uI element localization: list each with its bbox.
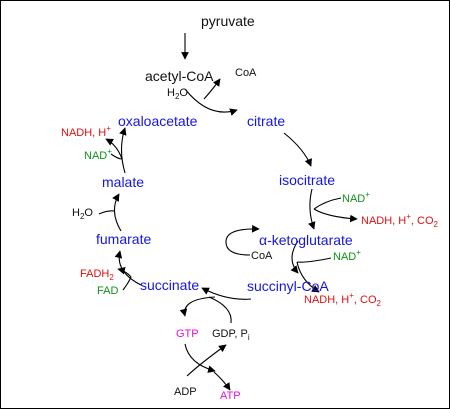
gdp-label: GDP, Pi [212, 328, 250, 342]
water-fumarate-label: H2O [72, 207, 93, 221]
arrow-malate-to-oxaloacetate [119, 127, 127, 174]
coa-release-label: CoA [235, 67, 257, 79]
arrow-gdp-loop-top [208, 296, 232, 324]
arrow-fadh2-out [117, 266, 132, 278]
arrow-isocitrate-to-akg [308, 188, 316, 230]
atp-label: ATP [220, 390, 241, 402]
arrow-citrate-to-isocitrate [283, 132, 312, 167]
nad-1-label: NAD+ [342, 190, 370, 205]
arrow-water-fumarate-in [98, 210, 116, 215]
arrow-nadh3-out [105, 138, 123, 160]
nad-3-label: NAD+ [84, 147, 112, 162]
arrow-nadh2-out [296, 261, 320, 293]
arrow-akg-to-succinylcoa [290, 240, 299, 274]
pyruvate-label: pyruvate [201, 13, 255, 29]
arrow-nad2-in [296, 257, 332, 263]
succinyl-coa-label: succinyl-CoA [247, 278, 329, 294]
fad-label: FAD [97, 285, 118, 297]
isocitrate-label: isocitrate [279, 172, 335, 188]
succinate-label: succinate [140, 277, 199, 293]
water-in-label: H2O [167, 87, 188, 101]
arrow-fad-in [122, 276, 132, 291]
coa-in-label: CoA [251, 250, 273, 262]
nad-2-label: NAD+ [333, 248, 361, 263]
fadh2-label: FADH2 [80, 268, 114, 282]
nadh-3-label: NADH, H+ [61, 124, 111, 139]
arrow-coa-in-loop [225, 224, 260, 256]
nadh-2-label: NADH, H+, CO2 [304, 291, 382, 308]
arrow-nad1-in [313, 197, 342, 210]
fumarate-label: fumarate [96, 231, 151, 247]
acetyl-coa-label: acetyl-CoA [145, 68, 214, 84]
arrow-succinylcoa-to-succinate [201, 287, 252, 300]
arrow-adp-to-gdp [186, 344, 227, 377]
arrow-fumarate-to-malate [112, 193, 122, 232]
arrow-nad3-in [110, 153, 123, 160]
adp-label: ADP [174, 386, 197, 398]
alpha-ketoglutarate-label: α-ketoglutarate [259, 232, 353, 248]
arrow-gtp-to-atp-loop [184, 343, 216, 373]
malate-label: malate [102, 174, 144, 190]
gtp-label: GTP [176, 328, 199, 340]
arrow-adp-to-atp [213, 371, 231, 391]
citrate-label: citrate [247, 113, 285, 129]
arrow-nadh1-out [313, 208, 358, 223]
oxaloacetate-label: oxaloacetate [118, 113, 198, 129]
nadh-1-label: NADH, H+, CO2 [361, 212, 439, 229]
arrow-gdp-gtp-loop [179, 296, 216, 317]
arrow-coa-release [203, 78, 221, 100]
arrow-oxaloacetate-to-citrate [184, 88, 238, 116]
